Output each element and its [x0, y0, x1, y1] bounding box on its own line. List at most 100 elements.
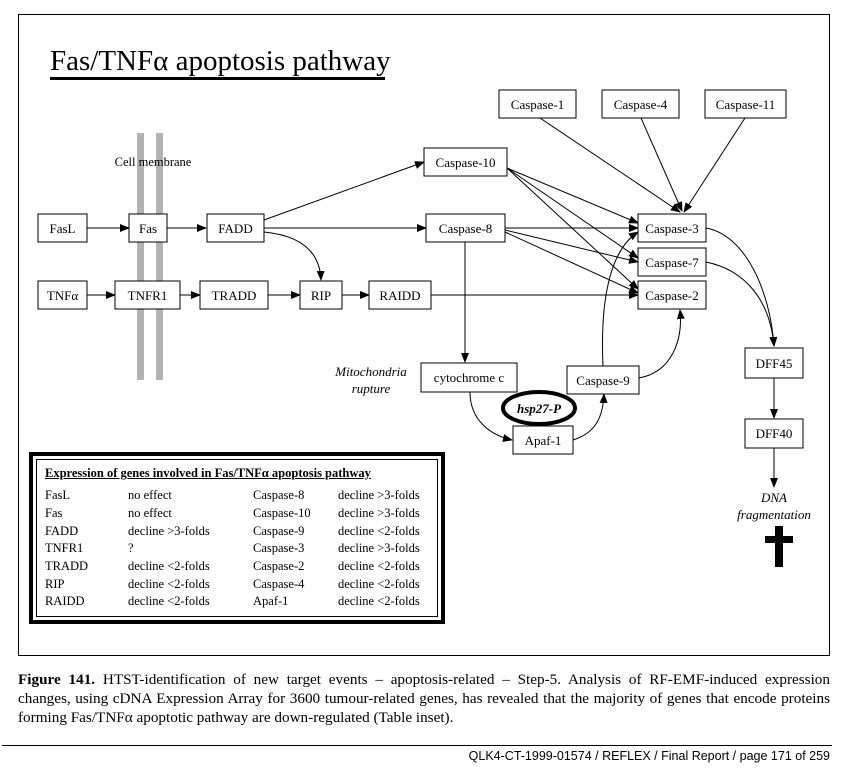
gene-expression-cell: decline <2-folds: [128, 559, 210, 574]
membrane-bar-right: [156, 133, 163, 380]
node-caspase11-box: [704, 89, 787, 119]
edge-caspase9-caspase2: [638, 309, 685, 379]
gene-name-cell: Caspase-4: [253, 576, 305, 591]
gene-expression-cell: decline <2-folds: [338, 594, 420, 609]
gene-name-cell: RAIDD: [45, 594, 85, 609]
gene-name-cell: Fas: [45, 506, 63, 521]
node-fasl: FasL: [50, 221, 76, 236]
edge-caspase10-caspase3: [506, 167, 639, 224]
edge-caspase7-dff45: [705, 261, 778, 347]
node-tnfa-box: [37, 280, 88, 310]
gene-name-cell: Caspase-2: [253, 559, 305, 574]
node-dff40: DFF40: [756, 426, 793, 441]
edge-caspase8-caspase2: [504, 231, 639, 294]
gene-expression-cell: decline <2-folds: [338, 559, 420, 574]
node-tnfa: TNFα: [47, 288, 79, 303]
edge-caspase8-caspase7: [504, 229, 639, 264]
node-dff45-box: [744, 347, 804, 379]
node-fadd-box: [206, 213, 265, 243]
title-underline: [50, 77, 385, 80]
gene-name-cell: FADD: [45, 523, 79, 538]
expression-table: Expression of genes involved in Fas/TNFα…: [29, 452, 445, 624]
edge-caspase11-caspase3: [683, 117, 746, 213]
node-hsp27p-ellipse: [501, 390, 577, 426]
gene-expression-cell: decline >3-folds: [128, 523, 210, 538]
node-caspase3: Caspase-3: [645, 221, 698, 236]
node-apaf1-box: [512, 425, 574, 455]
gene-expression-cell: decline >3-folds: [338, 541, 420, 556]
gene-expression-cell: decline <2-folds: [128, 594, 210, 609]
node-fadd: FADD: [218, 221, 252, 236]
node-caspase4: Caspase-4: [614, 97, 668, 112]
footer-reference: QLK4-CT-1999-01574 / REFLEX / Final Repo…: [468, 749, 830, 763]
node-dff40-box: [744, 418, 804, 449]
expression-table-inner: Expression of genes involved in Fas/TNFα…: [36, 459, 438, 617]
node-hsp27p: hsp27-P: [517, 401, 562, 416]
mitochondria-label-line2: rupture: [352, 381, 391, 396]
node-dff45: DFF45: [756, 356, 793, 371]
edge-apaf1-caspase9: [572, 393, 608, 441]
gene-expression-cell: decline <2-folds: [338, 576, 420, 591]
node-caspase7: Caspase-7: [645, 255, 699, 270]
table-row: RIP decline <2-folds Caspase-4 decline <2-f…: [45, 575, 428, 593]
edge-caspase9-caspase3: [602, 231, 639, 367]
gene-expression-cell: decline <2-folds: [338, 523, 420, 538]
gene-expression-cell: no effect: [128, 488, 172, 503]
node-cytochrome-c: cytochrome c: [434, 370, 505, 385]
dna-label-line1: DNA: [760, 490, 787, 505]
figure-frame: [18, 14, 830, 656]
gene-expression-cell: decline <2-folds: [128, 576, 210, 591]
expression-table-body: FasL no effect Caspase-8 decline >3-folds Fa…: [45, 487, 428, 611]
node-tradd-box: [199, 280, 269, 310]
gene-name-cell: Apaf-1: [253, 594, 289, 609]
node-caspase9-box: [566, 365, 640, 395]
node-caspase11: Caspase-11: [716, 97, 775, 112]
gene-name-cell: RIP: [45, 576, 65, 591]
node-tradd: TRADD: [212, 288, 257, 303]
node-caspase10-box: [423, 147, 508, 177]
figure-caption: Figure 141. HTST-identification of new t…: [18, 670, 830, 727]
gene-name-cell: TNFR1: [45, 541, 84, 556]
node-fas: Fas: [139, 221, 157, 236]
node-fas-box: [128, 213, 168, 243]
node-rip-box: [299, 280, 343, 310]
node-apaf1: Apaf-1: [525, 433, 562, 448]
pathway-diagram: Fas/TNFα apoptosis pathway Cell membrane: [37, 45, 811, 567]
node-fasl-box: [37, 213, 88, 243]
diagram-title: Fas/TNFα apoptosis pathway: [50, 45, 391, 77]
caption-text: HTST-identification of new target events…: [18, 671, 830, 726]
edge-caspase4-caspase3: [640, 117, 683, 212]
node-caspase2: Caspase-2: [645, 288, 698, 303]
gene-name-cell: Caspase-9: [253, 523, 305, 538]
node-caspase10: Caspase-10: [436, 155, 496, 170]
edge-caspase3-dff45: [705, 227, 778, 347]
footer-rule: [2, 745, 832, 746]
caption-label: Figure 141.: [18, 671, 96, 688]
node-caspase8-box: [425, 213, 506, 243]
dna-label-line2: fragmentation: [737, 507, 811, 522]
node-tnfr1-box: [114, 280, 181, 310]
gene-name-cell: Caspase-10: [253, 506, 311, 521]
mitochondria-label-line1: Mitochondria: [334, 364, 407, 379]
gene-name-cell: Caspase-3: [253, 541, 305, 556]
gene-name-cell: FasL: [45, 488, 70, 503]
node-tnfr1: TNFR1: [128, 288, 168, 303]
node-raidd-box: [368, 280, 432, 310]
gene-expression-cell: decline >3-folds: [338, 506, 420, 521]
cell-membrane-label: Cell membrane: [115, 155, 192, 169]
edge-caspase1-caspase3: [539, 117, 681, 213]
expression-table-title: Expression of genes involved in Fas/TNFα…: [45, 466, 371, 480]
gene-expression-cell: ?: [128, 541, 134, 556]
table-row: TNFR1? Caspase-3 decline >3-folds: [45, 540, 428, 558]
edge-fadd-rip: [263, 231, 325, 281]
node-caspase1-box: [498, 89, 577, 119]
node-caspase7-box: [637, 247, 707, 277]
cross-icon: [765, 526, 793, 567]
node-caspase4-box: [601, 89, 680, 119]
edge-fadd-caspase10: [263, 161, 425, 221]
gene-name-cell: Caspase-8: [253, 488, 305, 503]
node-caspase9: Caspase-9: [576, 373, 629, 388]
membrane-bar-left: [137, 133, 144, 380]
